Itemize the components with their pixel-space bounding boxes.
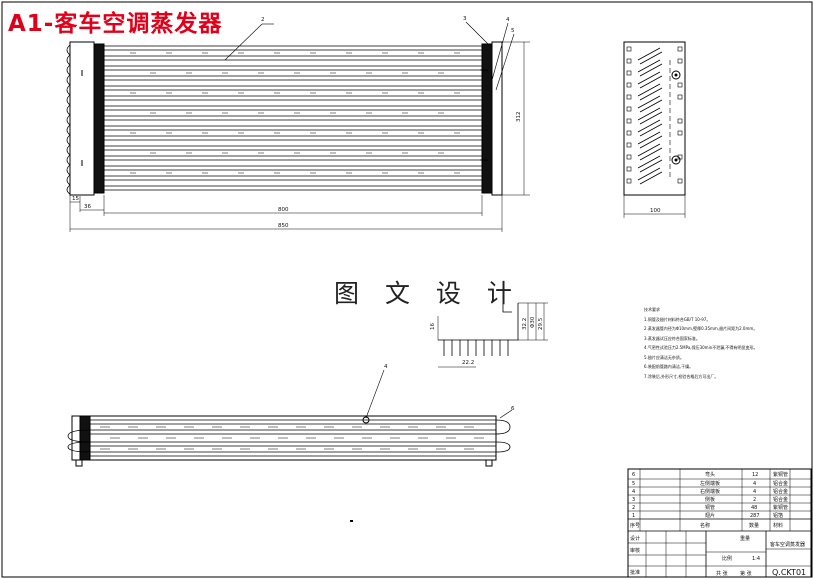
- note-line: 2.蒸发器管内径为Φ10mm,壁厚0.35mm,翅片间距为2.0mm。: [644, 326, 758, 331]
- dim-100: 100: [650, 208, 661, 214]
- dim-312: 312: [516, 112, 522, 123]
- dim-15: 15: [72, 196, 79, 202]
- callout-3: 3: [463, 16, 467, 22]
- title-block: [627, 468, 812, 578]
- bom-row-no: 1: [632, 513, 635, 519]
- note-line: 3.蒸发器试压应符合国家标准。: [644, 335, 700, 341]
- bom-row-qty: 4: [753, 489, 756, 495]
- bom-header-no: 序号: [630, 522, 640, 529]
- side-view: 100: [623, 41, 686, 218]
- callout-4-bottom: 4: [384, 364, 388, 370]
- dim-29-5: 29.5: [538, 317, 544, 330]
- bom-row-name: 左侧端板: [700, 480, 720, 487]
- note-line: 1.铜管及翅片材料符合GB/T 10-97。: [644, 316, 711, 322]
- bom-row-no: 2: [632, 505, 635, 511]
- weight-label: 重量: [740, 535, 750, 542]
- callout-6: 6: [511, 406, 515, 412]
- design-watermark-text: 图 文 设 计: [334, 279, 521, 308]
- bom-row-qty: 12: [752, 472, 758, 478]
- dim-22-2: 22.2: [462, 360, 474, 366]
- bom-row-name: 侧板: [705, 496, 715, 503]
- bom-row-qty: 4: [753, 481, 756, 487]
- dim-36: 36: [84, 204, 91, 210]
- bom-row-qty: 287: [750, 513, 760, 519]
- callout-2: 2: [261, 17, 265, 23]
- callout-5: 5: [511, 28, 515, 34]
- fin-detail: 16 22.2 32.2 Φ30 29.5: [430, 302, 548, 368]
- bom-row-mat: 铝箔: [773, 512, 783, 519]
- approve-label: 批准: [630, 569, 640, 576]
- product-name: 客车空调蒸发器: [770, 541, 805, 548]
- bom-table: 6 弯头 12 紫铜管 5 左侧端板 4 铝合金 4 右侧端板 4 铝合金 3 …: [630, 471, 788, 529]
- design-label: 设计: [630, 535, 640, 542]
- bom-row-no: 5: [632, 481, 635, 487]
- check-label: 审核: [630, 547, 640, 554]
- bom-row-name: 翅片: [705, 512, 715, 519]
- bom-row-name: 弯头: [705, 471, 715, 478]
- bom-row-mat: 紫铜管: [773, 471, 788, 478]
- center-mark: [350, 520, 353, 522]
- drawing-title: A1-客车空调蒸发器: [8, 11, 223, 37]
- title-block-text: 客车空调蒸发器 Q.CKT01 比例 1:4 设计 审核 批准 重量 共 张 第…: [630, 535, 806, 577]
- drawing-number: Q.CKT01: [772, 568, 806, 577]
- bom-row-mat: 铝合金: [773, 488, 788, 495]
- dim-30: Φ30: [530, 316, 536, 328]
- bom-row-name: 右侧端板: [700, 488, 720, 495]
- bom-row-mat: 铝合金: [773, 480, 788, 487]
- callout-4: 4: [506, 17, 510, 23]
- bom-row-qty: 2: [753, 497, 756, 503]
- bom-header-mat: 材料: [773, 522, 783, 529]
- note-line: 7.涂装后,外形尺寸,检验合格后方可出厂。: [644, 373, 719, 379]
- scale-label: 比例: [722, 555, 732, 562]
- bom-row-no: 4: [632, 489, 635, 495]
- bom-row-mat: 紫铜管: [773, 504, 788, 511]
- technical-notes: 技术要求 1.铜管及翅片材料符合GB/T 10-97。 2.蒸发器管内径为Φ10…: [644, 305, 774, 381]
- sheet-page: 第 张: [740, 570, 752, 577]
- dim-16: 16: [430, 323, 436, 330]
- bom-row-no: 6: [632, 472, 635, 478]
- bom-row-name: 铜管: [705, 504, 715, 511]
- notes-heading: 技术要求: [644, 307, 660, 312]
- bom-header-name: 名称: [700, 522, 710, 529]
- sheet-total: 共 张: [716, 570, 728, 577]
- dim-850: 850: [278, 223, 289, 229]
- dim-800: 800: [278, 207, 289, 213]
- bom-header-qty: 数量: [749, 522, 759, 529]
- bom-row-mat: 铝合金: [773, 496, 788, 503]
- top-view: 4 6: [67, 364, 515, 467]
- note-line: 5.翅片应清洁无杂质。: [644, 354, 684, 360]
- bom-row-no: 3: [632, 497, 635, 503]
- dim-32-2: 32.2: [522, 318, 528, 330]
- bom-row-qty: 48: [751, 505, 757, 511]
- note-line: 4.气密性试验压力2.5MPa,保压30min不泄漏,不得有明显变形。: [644, 345, 758, 350]
- scale-value: 1:4: [752, 556, 760, 562]
- front-view: 2 3 4 5 312 15 36 800 850: [66, 16, 530, 232]
- note-line: 6.装配前管路内清洁,干燥。: [644, 364, 694, 369]
